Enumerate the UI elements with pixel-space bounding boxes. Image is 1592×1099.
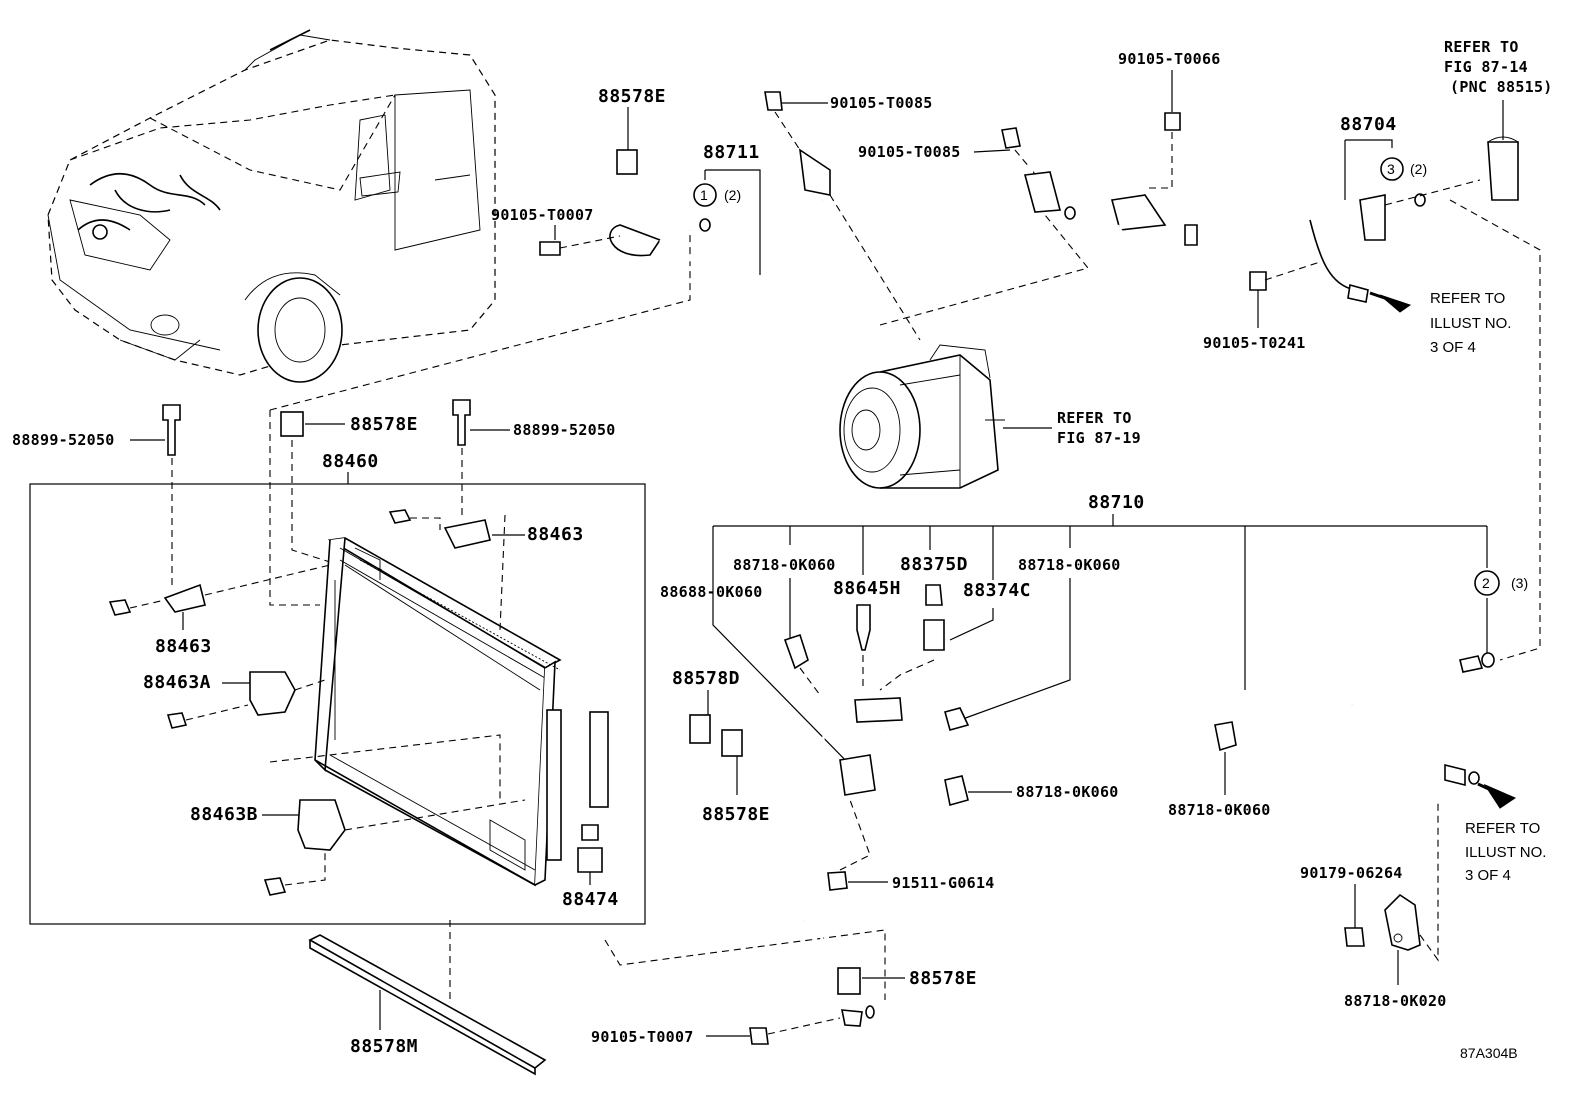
clip-88578E-mid bbox=[280, 411, 304, 437]
bolt-90105-T0085-a bbox=[764, 91, 783, 111]
label-91511-G0614: 91511-G0614 bbox=[892, 874, 995, 892]
bolt-91511-G0614 bbox=[827, 871, 848, 891]
label-90105-T0085-a: 90105-T0085 bbox=[830, 94, 933, 112]
callout-circle-1 bbox=[693, 183, 717, 207]
diagram-id: 87A304B bbox=[1460, 1045, 1518, 1061]
condenser-group-box bbox=[29, 483, 646, 925]
label-refer-illust-a-l3: 3 OF 4 bbox=[1430, 339, 1476, 356]
label-88463B: 88463B bbox=[190, 804, 258, 825]
label-refer-fig-87-14-l2: FIG 87-14 bbox=[1444, 58, 1528, 76]
label-refer-fig-87-19-l2: FIG 87-19 bbox=[1057, 429, 1141, 447]
label-refer-fig-87-19-l1: REFER TO bbox=[1057, 409, 1132, 427]
leader-vehicle-to-condenser bbox=[269, 410, 320, 606]
label-refer-illust-b-l1: REFER TO bbox=[1465, 820, 1540, 837]
label-88578M: 88578M bbox=[350, 1036, 418, 1057]
label-88374C: 88374C bbox=[963, 580, 1031, 601]
bolt-90105-T0066 bbox=[1164, 112, 1181, 131]
leader-vehicle-to-hose bbox=[269, 230, 691, 411]
label-88463-right: 88463 bbox=[527, 524, 584, 545]
callout-circle-2 bbox=[1474, 570, 1500, 596]
vehicle-illustration bbox=[47, 29, 496, 383]
label-refer-illust-a-l2: ILLUST NO. bbox=[1430, 315, 1511, 332]
label-88718-0K060-b: 88718-0K060 bbox=[1018, 556, 1121, 574]
callout-3-num: 3 bbox=[1387, 161, 1395, 177]
label-90105-T0007-bot: 90105-T0007 bbox=[591, 1028, 694, 1046]
compressor bbox=[839, 344, 1005, 489]
label-refer-illust-a-l1: REFER TO bbox=[1430, 290, 1505, 307]
clamp-88718-0K020 bbox=[1384, 893, 1421, 951]
label-90179-06264: 90179-06264 bbox=[1300, 864, 1403, 882]
clip-88578E-low bbox=[721, 729, 743, 757]
bolt-90105-T0007-bot bbox=[749, 1027, 769, 1045]
label-refer-illust-b-l2: ILLUST NO. bbox=[1465, 844, 1546, 861]
bolt-88899-52050-left bbox=[162, 404, 181, 456]
label-90105-T0007-top: 90105-T0007 bbox=[491, 206, 594, 224]
label-88375D: 88375D bbox=[900, 554, 968, 575]
callout-3-qty: (2) bbox=[1410, 161, 1427, 177]
strip-88474 bbox=[589, 711, 609, 808]
label-88578D: 88578D bbox=[672, 668, 740, 689]
plug-88474 bbox=[577, 847, 603, 873]
bolt-88899-52050-right bbox=[452, 399, 471, 446]
label-88710: 88710 bbox=[1088, 492, 1145, 513]
block-88704 bbox=[1359, 194, 1386, 241]
label-88578E-bot: 88578E bbox=[909, 968, 977, 989]
callout-2-qty: (3) bbox=[1511, 575, 1528, 591]
clip-88578E-bot bbox=[837, 967, 861, 995]
label-88899-52050-right: 88899-52050 bbox=[513, 421, 616, 439]
label-88688-0K060: 88688-0K060 bbox=[660, 583, 763, 601]
label-90105-T0241: 90105-T0241 bbox=[1203, 334, 1306, 352]
nut-90179-06264 bbox=[1344, 927, 1365, 947]
label-88718-0K060-d: 88718-0K060 bbox=[1168, 801, 1271, 819]
bracket-88463-left bbox=[163, 583, 206, 613]
callout-1-qty: (2) bbox=[724, 187, 741, 203]
bracket-88463B bbox=[297, 799, 346, 851]
label-88578E-low: 88578E bbox=[702, 804, 770, 825]
clip-88718-c bbox=[944, 775, 969, 807]
hose-fitting-rear bbox=[1023, 171, 1062, 213]
label-88645H: 88645H bbox=[833, 578, 901, 599]
label-90105-T0066: 90105-T0066 bbox=[1118, 50, 1221, 68]
label-refer-fig-87-14-l1: REFER TO bbox=[1444, 38, 1519, 56]
bolt-90105-T0241 bbox=[1249, 271, 1267, 291]
label-88899-52050-left: 88899-52050 bbox=[12, 431, 115, 449]
label-88463A: 88463A bbox=[143, 672, 211, 693]
hose-fitting-88711 bbox=[609, 224, 662, 257]
bolt-90105-T0085-b bbox=[1001, 127, 1021, 149]
clip-88718-a bbox=[783, 633, 809, 670]
label-90105-T0085-b: 90105-T0085 bbox=[858, 143, 961, 161]
label-88711: 88711 bbox=[703, 142, 760, 163]
label-88718-0K060-c: 88718-0K060 bbox=[1016, 783, 1119, 801]
clip-88718-b bbox=[944, 707, 970, 731]
label-88578E-top: 88578E bbox=[598, 86, 666, 107]
valve-88374C bbox=[923, 619, 945, 651]
label-refer-fig-87-14-l3: (PNC 88515) bbox=[1450, 78, 1553, 96]
label-88460: 88460 bbox=[322, 451, 379, 472]
block-88688 bbox=[854, 697, 903, 723]
label-88718-0K020: 88718-0K020 bbox=[1344, 992, 1447, 1010]
label-88704: 88704 bbox=[1340, 114, 1397, 135]
bracket-88463A bbox=[249, 671, 296, 716]
callout-2-num: 2 bbox=[1482, 575, 1490, 591]
switch-88645H bbox=[856, 604, 871, 651]
seal-88578M bbox=[308, 934, 547, 1069]
clip-88578D bbox=[689, 714, 711, 744]
sensor-fig-87-14 bbox=[1487, 141, 1519, 201]
callout-circle-3 bbox=[1380, 157, 1404, 181]
bolt-90105-T0007-top bbox=[539, 241, 561, 256]
bracket-88463-right bbox=[443, 519, 491, 549]
callout-1-num: 1 bbox=[700, 187, 708, 203]
clip-88718-d bbox=[1214, 721, 1237, 752]
label-88463-left: 88463 bbox=[155, 636, 212, 657]
cap-88375D bbox=[925, 584, 943, 606]
label-88718-0K060-a: 88718-0K060 bbox=[733, 556, 836, 574]
label-88578E-mid: 88578E bbox=[350, 414, 418, 435]
clip-88578E-top bbox=[616, 149, 638, 175]
label-refer-illust-b-l3: 3 OF 4 bbox=[1465, 867, 1511, 884]
label-88474: 88474 bbox=[562, 889, 619, 910]
condenser-88460 bbox=[314, 537, 562, 887]
